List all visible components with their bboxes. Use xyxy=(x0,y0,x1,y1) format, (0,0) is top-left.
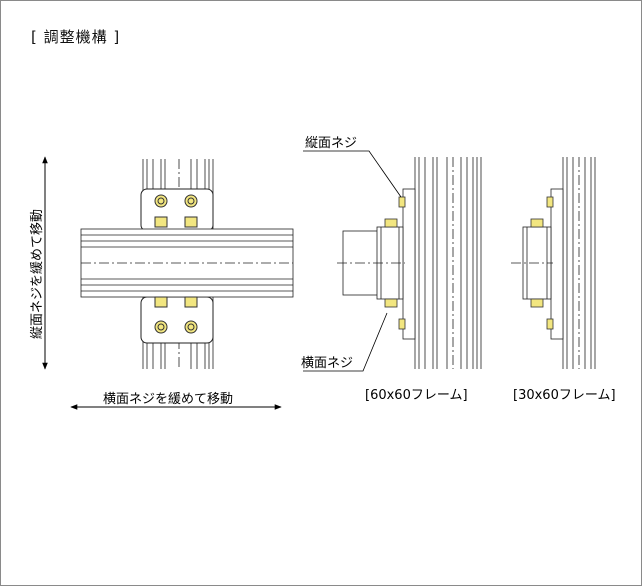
bracket-plate-30 xyxy=(550,188,564,340)
bracket-plate xyxy=(402,188,416,340)
vertical-screw-leader xyxy=(303,150,402,198)
frame-30-label: [30x60フレーム] xyxy=(513,388,616,403)
left-view xyxy=(80,159,294,369)
middle-view xyxy=(303,150,482,372)
vertical-move-label: 縦面ネジを緩めて移動 xyxy=(30,209,45,339)
face-bolts xyxy=(154,194,198,334)
middle-bolts xyxy=(384,196,406,330)
side-bolts xyxy=(154,216,198,308)
upper-bracket xyxy=(140,188,214,232)
vertical-screw-label: 縦面ネジ xyxy=(305,136,357,151)
horizontal-beam xyxy=(80,228,294,298)
page-title: [ 調整機構 ] xyxy=(31,28,121,46)
horizontal-screw-label: 横面ネジ xyxy=(301,356,353,371)
horizontal-screw-leader xyxy=(303,312,388,372)
frame-30 xyxy=(562,157,596,369)
right-view xyxy=(511,157,596,369)
right-bolts xyxy=(530,196,554,330)
lower-bracket xyxy=(140,296,214,344)
frame-60 xyxy=(414,157,482,369)
frame-60-label: [60x60フレーム] xyxy=(365,388,468,403)
horizontal-move-label: 横面ネジを緩めて移動 xyxy=(103,392,233,407)
